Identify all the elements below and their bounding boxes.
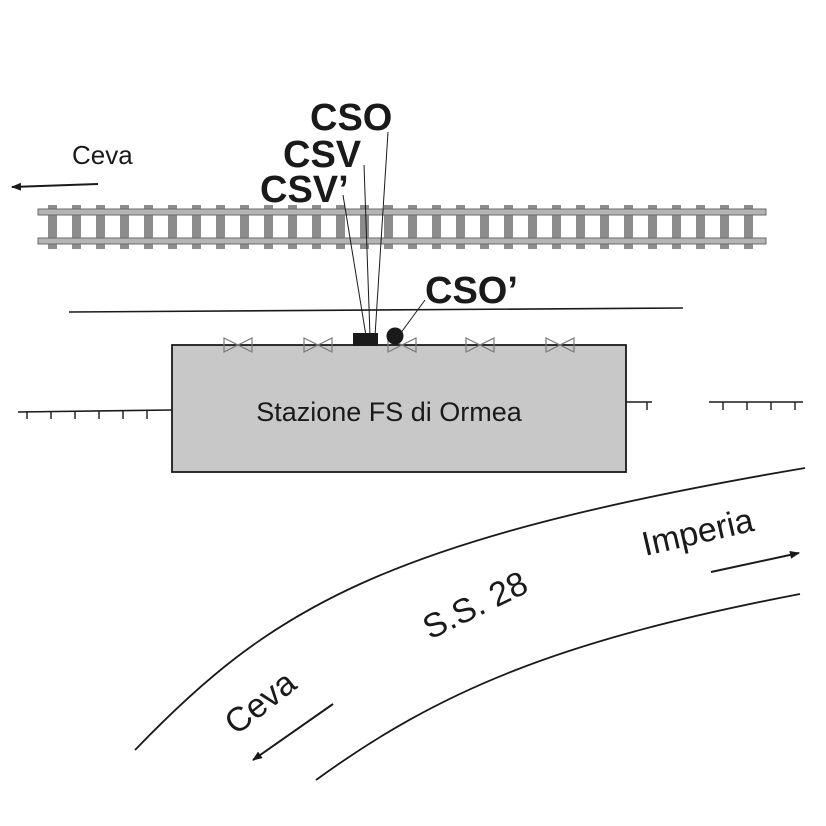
station-building: Stazione FS di Ormea bbox=[171, 337, 627, 473]
road-ss28: S.S. 28 Imperia Ceva bbox=[134, 467, 806, 781]
fence-right bbox=[626, 401, 803, 410]
fence-left bbox=[17, 409, 173, 419]
track-sleeper bbox=[576, 205, 585, 249]
track-sleeper bbox=[552, 205, 561, 249]
track-sleeper bbox=[264, 205, 273, 249]
track-sleeper bbox=[648, 205, 657, 249]
station-label: Stazione FS di Ormea bbox=[256, 397, 523, 427]
track-sleeper bbox=[480, 205, 489, 249]
rail-top bbox=[37, 208, 767, 216]
track-sleeper bbox=[504, 205, 513, 249]
railway-track bbox=[37, 205, 767, 249]
sensor-box-icon bbox=[353, 333, 378, 346]
track-sleeper bbox=[360, 205, 369, 249]
station-rect bbox=[171, 344, 627, 473]
track-sleeper bbox=[672, 205, 681, 249]
rail-arrow-left-icon bbox=[11, 182, 99, 191]
road-imperia-label: Imperia bbox=[638, 501, 757, 564]
csv-lead-line bbox=[363, 164, 371, 337]
bowtie-marker-icon bbox=[465, 337, 495, 353]
road-arrow-ceva-icon bbox=[252, 703, 334, 761]
csv-prime-label: CSV’ bbox=[260, 169, 349, 211]
road-edge-lower bbox=[315, 593, 801, 781]
track-sleeper bbox=[216, 205, 225, 249]
track-sleeper bbox=[624, 205, 633, 249]
track-sleeper bbox=[744, 205, 753, 249]
track-sleeper bbox=[312, 205, 321, 249]
csv-prime-lead-line bbox=[342, 194, 367, 337]
road-ceva-label: Ceva bbox=[218, 663, 304, 742]
roof-markers bbox=[223, 337, 575, 353]
bowtie-marker-icon bbox=[303, 337, 333, 353]
track-sleeper bbox=[96, 205, 105, 249]
track-sleeper bbox=[432, 205, 441, 249]
track-sleeper bbox=[48, 205, 57, 249]
track-sleeper bbox=[192, 205, 201, 249]
road-name-label: S.S. 28 bbox=[417, 564, 534, 647]
track-sleepers bbox=[48, 205, 753, 249]
rail-bottom bbox=[37, 237, 767, 245]
cso-label: CSO bbox=[310, 97, 392, 139]
cso-prime-label: CSO’ bbox=[425, 270, 518, 312]
bowtie-marker-icon bbox=[387, 337, 417, 353]
track-sleeper bbox=[336, 205, 345, 249]
track-sleeper bbox=[720, 205, 729, 249]
track-sleeper bbox=[72, 205, 81, 249]
sensor-dot-icon bbox=[386, 327, 404, 345]
track-sleeper bbox=[384, 205, 393, 249]
bowtie-marker-icon bbox=[545, 337, 575, 353]
cso-lead-line bbox=[374, 131, 389, 337]
cso-prime-lead-line bbox=[399, 299, 426, 335]
track-sleeper bbox=[528, 205, 537, 249]
track-sleeper bbox=[120, 205, 129, 249]
road-edge-upper bbox=[134, 467, 806, 751]
track-sleeper bbox=[696, 205, 705, 249]
rail-direction-ceva: Ceva bbox=[11, 140, 133, 191]
instruments: CSO CSV CSV’ CSO’ bbox=[260, 97, 518, 346]
bowtie-marker-icon bbox=[223, 337, 253, 353]
track-sleeper bbox=[288, 205, 297, 249]
road-arrow-imperia-icon bbox=[710, 550, 800, 573]
track-sleeper bbox=[600, 205, 609, 249]
track-sleeper bbox=[144, 205, 153, 249]
track-sleeper bbox=[456, 205, 465, 249]
platform-edge-line bbox=[68, 307, 684, 313]
track-sleeper bbox=[168, 205, 177, 249]
csv-label: CSV bbox=[283, 134, 362, 176]
track-sleeper bbox=[240, 205, 249, 249]
rail-direction-label: Ceva bbox=[72, 140, 133, 170]
track-sleeper bbox=[408, 205, 417, 249]
